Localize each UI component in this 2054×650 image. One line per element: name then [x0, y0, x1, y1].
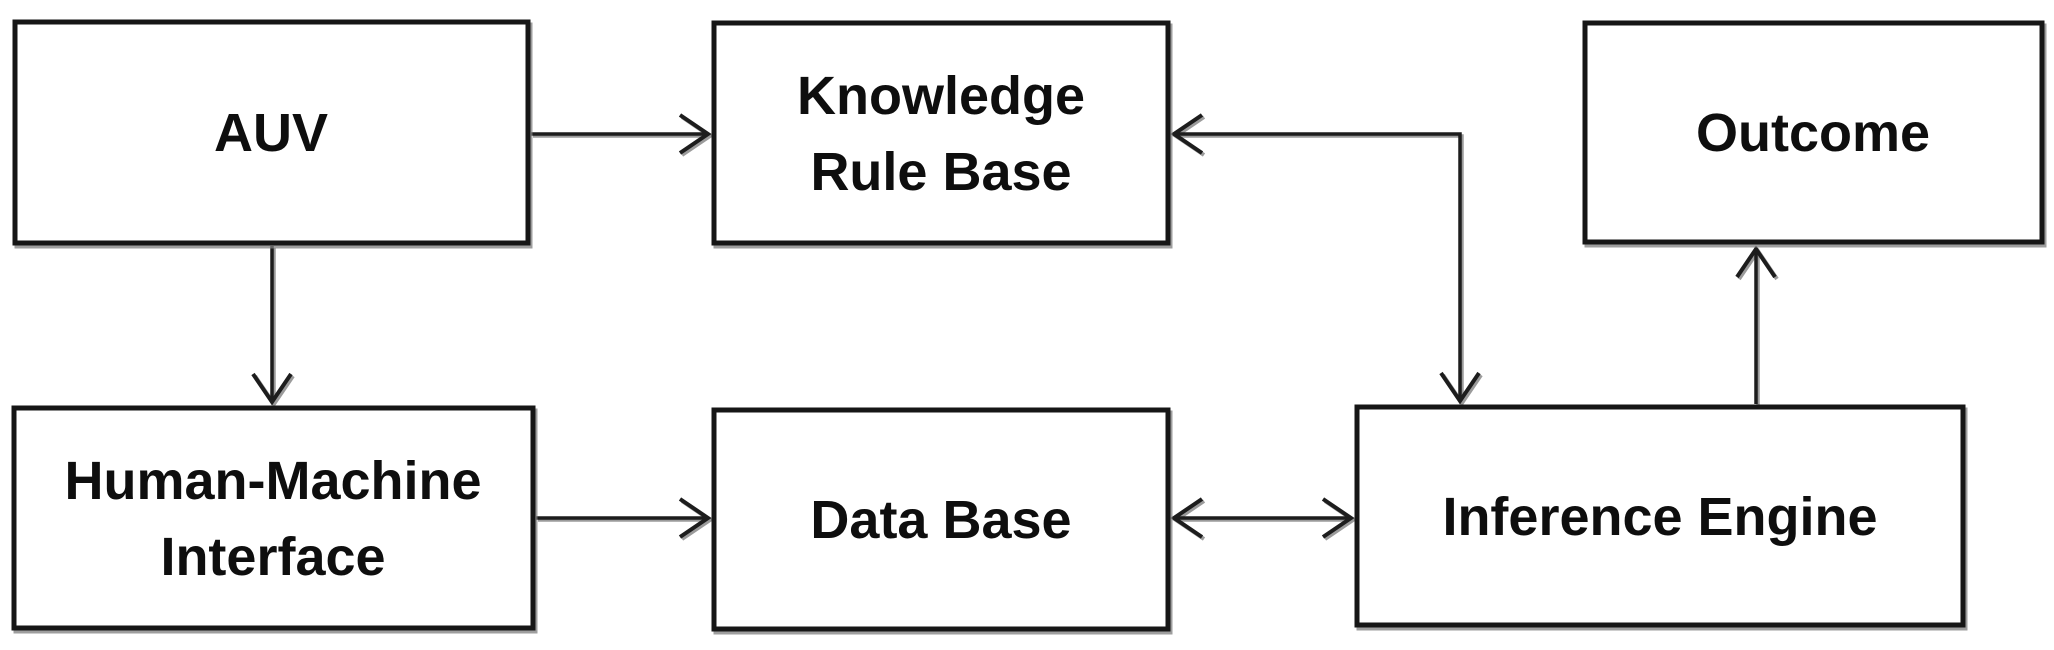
outcome-box: [1582, 20, 2045, 245]
edges-layer: [251, 113, 1777, 539]
knowledge-rule-base-label-line2: Rule Base: [810, 142, 1071, 202]
edge-inference-knowledge-elbow-double-arrow: [1170, 113, 1481, 405]
auv-label: AUV: [214, 103, 328, 163]
node-human-machine-interface: Human-Machine Interface: [11, 405, 536, 631]
node-data-base: Data Base: [711, 407, 1171, 632]
knowledge-rule-base-box: [711, 20, 1171, 246]
node-auv: AUV: [12, 19, 531, 246]
human-machine-interface-label-line1: Human-Machine: [64, 451, 481, 511]
node-outcome: Outcome: [1582, 20, 2045, 245]
auv-box: [12, 19, 531, 246]
data-base-label: Data Base: [810, 490, 1071, 550]
node-inference-engine: Inference Engine: [1354, 404, 1966, 628]
human-machine-interface-box: [11, 405, 536, 631]
human-machine-interface-label-line2: Interface: [160, 527, 385, 587]
inference-engine-box: [1354, 404, 1966, 628]
inference-engine-label: Inference Engine: [1442, 487, 1877, 547]
knowledge-rule-base-label-line1: Knowledge: [797, 66, 1085, 126]
outcome-label: Outcome: [1696, 103, 1930, 163]
data-base-box: [711, 407, 1171, 632]
node-knowledge-rule-base: Knowledge Rule Base: [711, 20, 1171, 246]
